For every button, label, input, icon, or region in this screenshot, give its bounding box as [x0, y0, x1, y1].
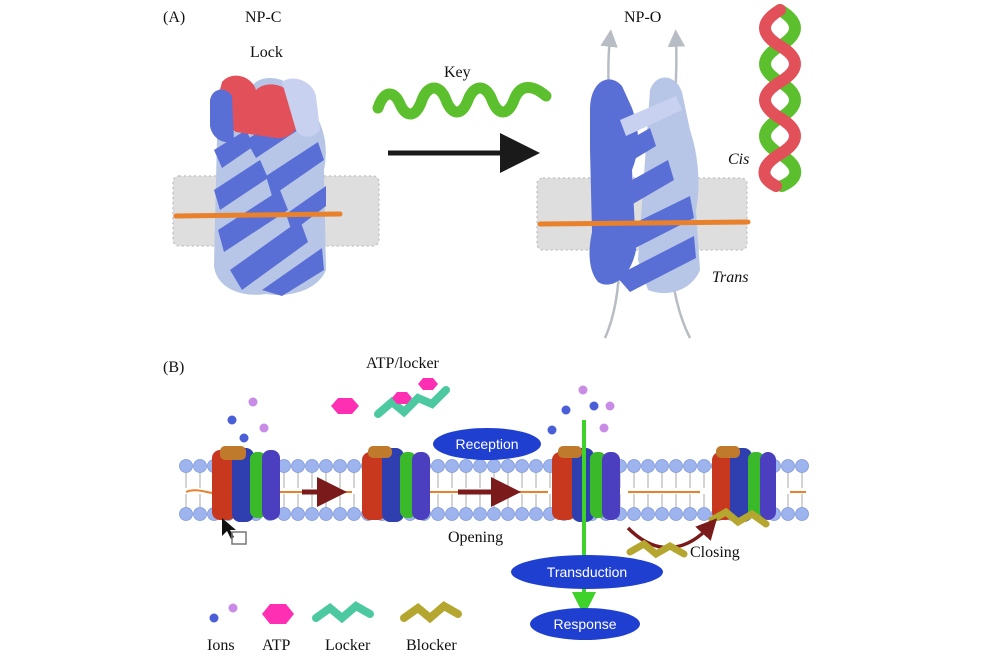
legend-locker-label: Locker — [325, 637, 371, 654]
nanopore-closed — [210, 75, 326, 296]
atp-locker-complex — [374, 378, 450, 418]
transduction-label: Transduction — [547, 564, 627, 580]
channel-complex-1 — [212, 446, 280, 522]
response-pill: Response — [530, 608, 640, 640]
atp-locker-label: ATP/locker — [366, 355, 439, 372]
ion-cluster-right — [547, 385, 615, 435]
np-o-label: NP-O — [624, 9, 662, 26]
reception-pill: Reception — [433, 428, 541, 460]
axle-right — [537, 219, 751, 227]
reception-label: Reception — [455, 436, 518, 452]
legend-blocker-glyph — [400, 601, 462, 624]
legend-atp-label: ATP — [262, 637, 291, 654]
nanopore-open — [589, 77, 700, 294]
ion-cluster-left — [227, 397, 269, 443]
closing-label: Closing — [690, 544, 740, 561]
response-label: Response — [553, 616, 616, 632]
channel-complex-2 — [362, 446, 430, 522]
panel-b-label: (B) — [163, 359, 185, 376]
np-c-label: NP-C — [245, 9, 282, 26]
legend-ions-glyph — [209, 603, 238, 623]
legend-atp-glyph — [262, 604, 294, 624]
legend-ions-label: Ions — [207, 637, 235, 654]
pointer-cursor-icon — [222, 518, 247, 545]
atp-hexagon — [331, 398, 359, 414]
legend-blocker-label: Blocker — [406, 637, 457, 654]
duplex-helix — [758, 4, 802, 192]
legend-locker-glyph — [312, 601, 374, 624]
blocker-chain — [626, 539, 688, 559]
panel-a-label: (A) — [163, 9, 186, 26]
channel-complex-3 — [552, 446, 620, 522]
transduction-pill: Transduction — [511, 555, 663, 589]
cis-label: Cis — [728, 151, 750, 168]
trans-label: Trans — [712, 269, 749, 286]
key-peptide — [372, 82, 552, 120]
axle-left — [173, 211, 343, 219]
opening-label: Opening — [448, 529, 504, 546]
channel-complex-4 — [708, 446, 776, 528]
key-label: Key — [444, 64, 471, 81]
lock-label: Lock — [250, 44, 283, 61]
